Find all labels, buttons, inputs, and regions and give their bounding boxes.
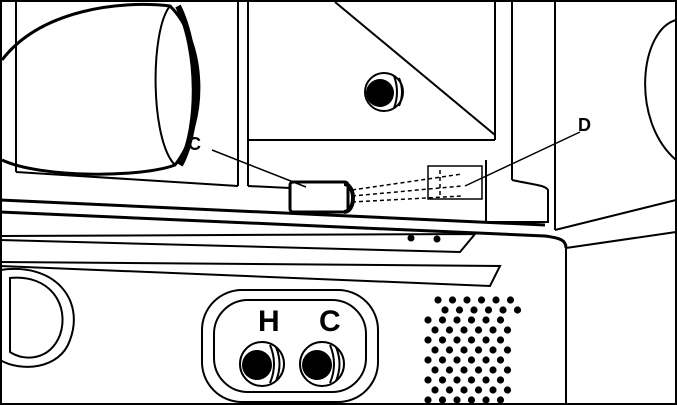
vent-hole <box>431 326 439 334</box>
vent-hole <box>445 346 454 354</box>
vent-hole <box>503 326 512 334</box>
vent-hole <box>453 316 461 324</box>
vent-hole <box>474 386 483 394</box>
vent-hole <box>477 296 486 304</box>
vent-hole <box>489 326 497 334</box>
vent-grille <box>424 296 522 404</box>
side-oval <box>644 19 677 161</box>
cold-label: C <box>319 305 341 338</box>
vent-hole <box>463 296 471 304</box>
vent-hole <box>438 316 447 324</box>
vent-hole <box>431 386 439 394</box>
vent-hole <box>431 346 439 354</box>
hot-inlet-fitting <box>239 341 285 387</box>
vent-hole <box>445 386 454 394</box>
vent-hole <box>499 306 507 314</box>
vent-hole <box>496 356 505 364</box>
vent-hole <box>424 316 432 324</box>
vent-hole <box>482 316 490 324</box>
vent-hole <box>503 346 512 354</box>
vent-hole <box>438 356 447 364</box>
vent-hole <box>496 336 505 344</box>
vent-hole <box>460 366 468 374</box>
vent-hole <box>453 356 461 364</box>
vent-hole <box>453 376 461 384</box>
vent-hole <box>489 346 497 354</box>
vent-hole <box>470 306 478 314</box>
vent-hole <box>503 386 512 394</box>
vent-hole <box>467 376 476 384</box>
vent-hole <box>482 336 490 344</box>
bracket-d <box>351 165 483 203</box>
vent-hole <box>496 396 505 404</box>
vent-hole <box>467 336 476 344</box>
hot-label: H <box>258 305 280 338</box>
callout-c: C <box>188 134 201 154</box>
clip-c <box>288 180 355 214</box>
vent-hole <box>424 376 432 384</box>
vent-hole <box>460 326 468 334</box>
vent-hole <box>460 386 468 394</box>
vent-hole <box>438 396 447 404</box>
control-knob <box>0 267 75 368</box>
vent-hole <box>489 386 497 394</box>
drum-door-inner <box>154 5 176 166</box>
vent-hole <box>438 336 447 344</box>
vent-hole <box>506 296 515 304</box>
vent-hole <box>448 296 457 304</box>
vent-hole <box>482 376 490 384</box>
vent-hole <box>453 396 461 404</box>
vent-hole <box>484 306 493 314</box>
vent-hole <box>438 376 447 384</box>
vent-hole <box>513 306 522 314</box>
drum-door-outer <box>0 2 201 176</box>
vent-hole <box>474 326 483 334</box>
vent-hole <box>424 396 432 404</box>
cold-inlet-fitting <box>299 341 345 387</box>
vent-hole <box>467 356 476 364</box>
vent-hole <box>424 356 432 364</box>
vent-hole <box>496 316 505 324</box>
vent-hole <box>482 356 490 364</box>
vent-hole <box>496 376 505 384</box>
vent-hole <box>467 396 476 404</box>
vent-hole <box>431 366 439 374</box>
vent-hole <box>492 296 500 304</box>
vent-hole <box>445 366 454 374</box>
leader-c <box>211 149 307 188</box>
leader-d <box>464 131 581 187</box>
vent-hole <box>455 306 464 314</box>
vent-hole <box>489 366 497 374</box>
vent-hole <box>424 336 432 344</box>
vent-hole <box>474 366 483 374</box>
vent-hole <box>434 296 442 304</box>
callout-d: D <box>578 115 591 135</box>
vent-hole <box>453 336 461 344</box>
upper-fitting <box>364 72 404 112</box>
callout-leaders <box>211 131 581 188</box>
inlet-panel: H C <box>201 289 379 403</box>
lower-unit <box>0 232 502 368</box>
vent-hole <box>441 306 449 314</box>
vent-hole <box>445 326 454 334</box>
vent-hole <box>460 346 468 354</box>
vent-hole <box>474 346 483 354</box>
drum-door-rim <box>175 4 198 167</box>
vent-hole <box>467 316 476 324</box>
vent-hole <box>503 366 512 374</box>
vent-hole <box>482 396 490 404</box>
